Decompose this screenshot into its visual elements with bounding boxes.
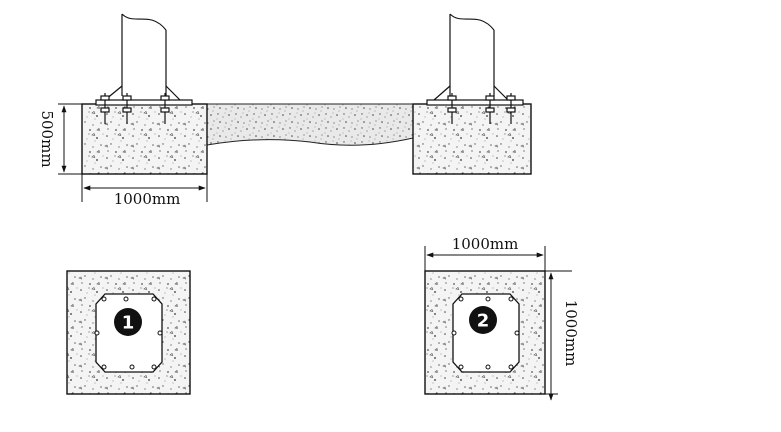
- plan-2-badge: [469, 306, 497, 334]
- plan-2-bolt-holes: [451, 296, 520, 370]
- plan-view-1: 1: [66, 270, 191, 395]
- footing-left: [81, 103, 208, 175]
- footing-right: [412, 103, 532, 175]
- plan-1-badge-number: 1: [122, 313, 135, 334]
- post-right: [426, 13, 524, 106]
- plan-2-width-label: 1000mm: [452, 235, 519, 253]
- dimension-width: [81, 174, 208, 202]
- plan-view-2: 2 1000mm 1000mm: [424, 235, 580, 401]
- elevation-height-label: 500mm: [38, 110, 56, 167]
- plan-2-dimension-width: [424, 246, 546, 271]
- plan-2-badge-number: 2: [477, 311, 490, 332]
- elevation-view: 500mm 1000mm: [38, 13, 532, 208]
- dimension-height: [58, 103, 82, 175]
- elevation-width-label: 1000mm: [114, 190, 181, 208]
- plan-2-height-label: 1000mm: [562, 300, 580, 367]
- plan-1-bolt-holes: [94, 296, 163, 370]
- plan-1-badge: [114, 308, 142, 336]
- post-left: [95, 13, 193, 106]
- anchor-bolts-left: [100, 93, 170, 124]
- anchor-bolts-right: [447, 93, 516, 124]
- ground-fill: [206, 103, 414, 146]
- plan-2-dimension-height: [545, 270, 572, 401]
